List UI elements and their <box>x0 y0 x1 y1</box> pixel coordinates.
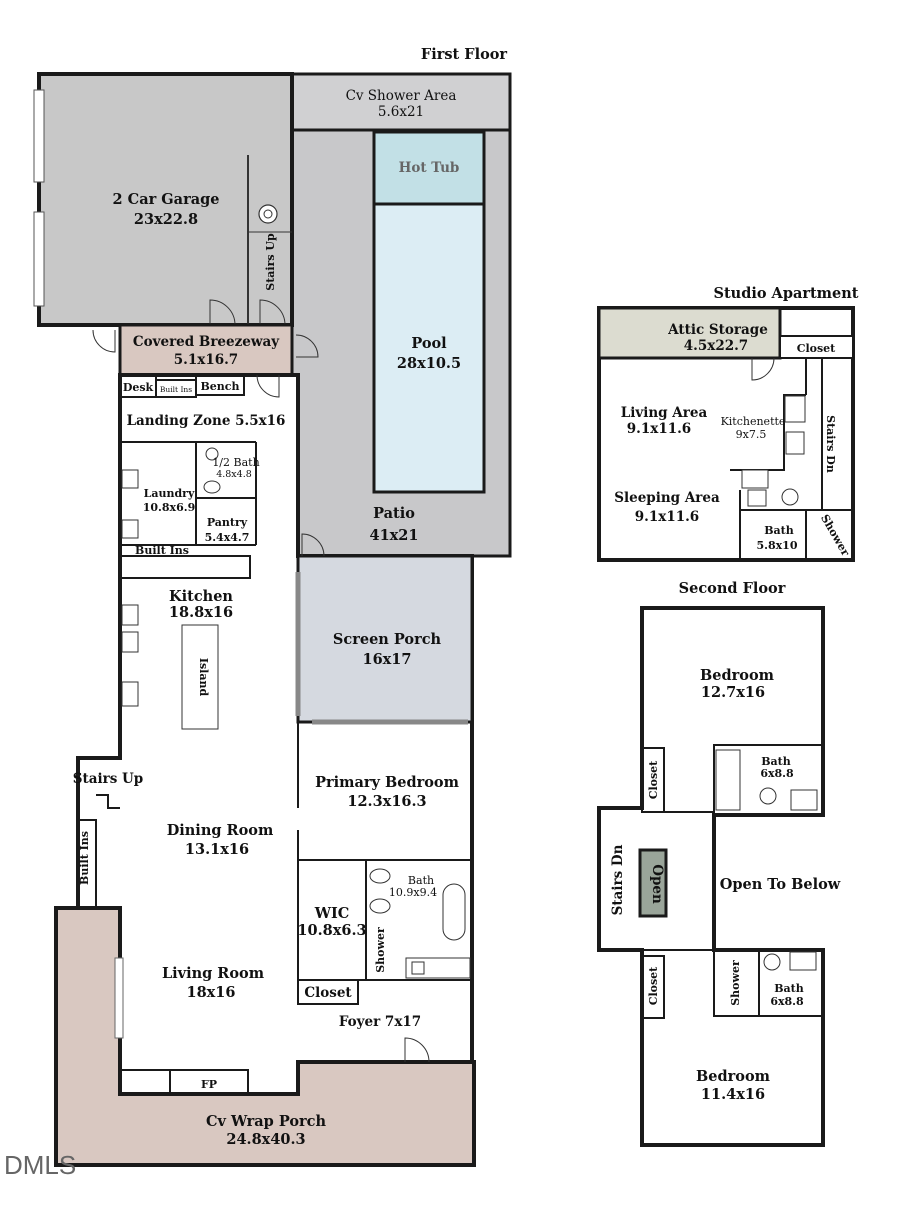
attic-name: Attic Storage <box>667 322 768 338</box>
bath2-dim: 6x8.8 <box>770 995 804 1008</box>
built-ins-small-label: Built Ins <box>160 385 192 394</box>
labels: First Floor Studio Apartment Second Floo… <box>4 46 859 1180</box>
patio-dim: 41x21 <box>369 527 418 544</box>
closet1-label: Closet <box>647 760 660 799</box>
studio-closet-label: Closet <box>797 342 836 355</box>
garage-dim: 23x22.8 <box>134 211 198 228</box>
screen-porch-dim: 16x17 <box>362 651 411 668</box>
bath1-name: Bath <box>761 755 791 768</box>
open-label: Open <box>649 864 665 904</box>
bedroom2-name: Bedroom <box>696 1068 771 1085</box>
built-ins-v-label: Built Ins <box>78 831 91 885</box>
half-bath-name: 1/2 Bath <box>212 456 259 469</box>
dining-name: Dining Room <box>167 822 274 839</box>
island-label: Island <box>197 658 210 697</box>
living-dim: 18x16 <box>186 984 235 1001</box>
garage-name: 2 Car Garage <box>113 191 220 208</box>
screen-porch-name: Screen Porch <box>333 631 442 648</box>
wic-name: WIC <box>314 905 350 922</box>
kitchen-dim: 18.8x16 <box>169 604 233 621</box>
wrap-porch-name: Cv Wrap Porch <box>206 1113 327 1130</box>
studio-title: Studio Apartment <box>713 285 858 302</box>
attic-area <box>597 306 782 360</box>
second-floor <box>597 606 825 1147</box>
half-bath-dim: 4.8x4.8 <box>216 469 252 480</box>
primary-bath-dim: 10.9x9.4 <box>389 886 437 899</box>
shower-area-dim: 5.6x21 <box>378 104 424 120</box>
wrap-porch-dim: 24.8x40.3 <box>226 1131 305 1148</box>
studio-stairs-label: Stairs Dn <box>824 415 837 473</box>
fp-label: FP <box>201 1078 217 1091</box>
laundry-name: Laundry <box>144 487 195 500</box>
wic-dim: 10.8x6.3 <box>297 922 366 939</box>
bench-label: Bench <box>201 380 240 393</box>
sleeping-dim: 9.1x11.6 <box>635 509 699 525</box>
mls-watermark: DMLS <box>4 1150 76 1180</box>
living-name: Living Room <box>162 965 265 982</box>
bedroom1-dim: 12.7x16 <box>701 684 765 701</box>
pool-dim: 28x10.5 <box>397 355 461 372</box>
desk-label: Desk <box>123 381 154 394</box>
built-ins-label: Built Ins <box>135 544 189 557</box>
primary-bedroom-dim: 12.3x16.3 <box>347 793 426 810</box>
foyer-label: Foyer 7x17 <box>339 1014 421 1030</box>
studio-living-dim: 9.1x11.6 <box>627 421 691 437</box>
laundry-dim: 10.8x6.9 <box>143 501 196 514</box>
bath2-name: Bath <box>774 982 804 995</box>
pantry-dim: 5.4x4.7 <box>205 531 250 544</box>
second-shower-label: Shower <box>729 960 742 1006</box>
sleeping-name: Sleeping Area <box>614 490 720 506</box>
stairs-up-label: Stairs Up <box>73 771 144 787</box>
breezeway-dim: 5.1x16.7 <box>174 352 238 368</box>
dining-dim: 13.1x16 <box>185 841 249 858</box>
garage-area <box>37 72 294 327</box>
primary-shower-label: Shower <box>374 927 387 973</box>
second-stairs-label: Stairs Dn <box>610 844 626 915</box>
closet-label: Closet <box>304 985 352 1001</box>
kitchenette-name: Kitchenette <box>721 415 786 428</box>
attic-dim: 4.5x22.7 <box>684 338 748 354</box>
first-floor-title: First Floor <box>421 46 507 63</box>
patio-name: Patio <box>373 505 415 522</box>
kitchen-name: Kitchen <box>169 588 233 605</box>
bedroom2-dim: 11.4x16 <box>701 1086 765 1103</box>
primary-bath-name: Bath <box>408 874 434 887</box>
shower-area <box>290 72 512 132</box>
hot-tub-label: Hot Tub <box>399 160 460 176</box>
studio-bath-dim: 5.8x10 <box>756 539 797 552</box>
pantry-name: Pantry <box>207 516 248 529</box>
bedroom1-name: Bedroom <box>700 667 775 684</box>
first-floor <box>33 72 512 1167</box>
garage-stairs-label: Stairs Up <box>264 233 277 291</box>
primary-bedroom-name: Primary Bedroom <box>315 774 460 791</box>
kitchenette-dim: 9x7.5 <box>736 428 767 441</box>
breezeway-area <box>118 323 294 377</box>
open-below-label: Open To Below <box>720 876 841 893</box>
studio-bath-name: Bath <box>764 524 794 537</box>
pool-area <box>372 202 486 494</box>
studio-living-name: Living Area <box>621 405 708 421</box>
breezeway-name: Covered Breezeway <box>133 334 280 350</box>
shower-area-name: Cv Shower Area <box>346 88 457 104</box>
landing-zone-label: Landing Zone 5.5x16 <box>127 413 286 429</box>
closet2-label: Closet <box>647 966 660 1005</box>
pool-name: Pool <box>411 335 447 352</box>
bath1-dim: 6x8.8 <box>760 767 794 780</box>
open-void <box>638 848 668 918</box>
studio-apartment <box>597 306 855 562</box>
second-floor-title: Second Floor <box>679 580 786 597</box>
